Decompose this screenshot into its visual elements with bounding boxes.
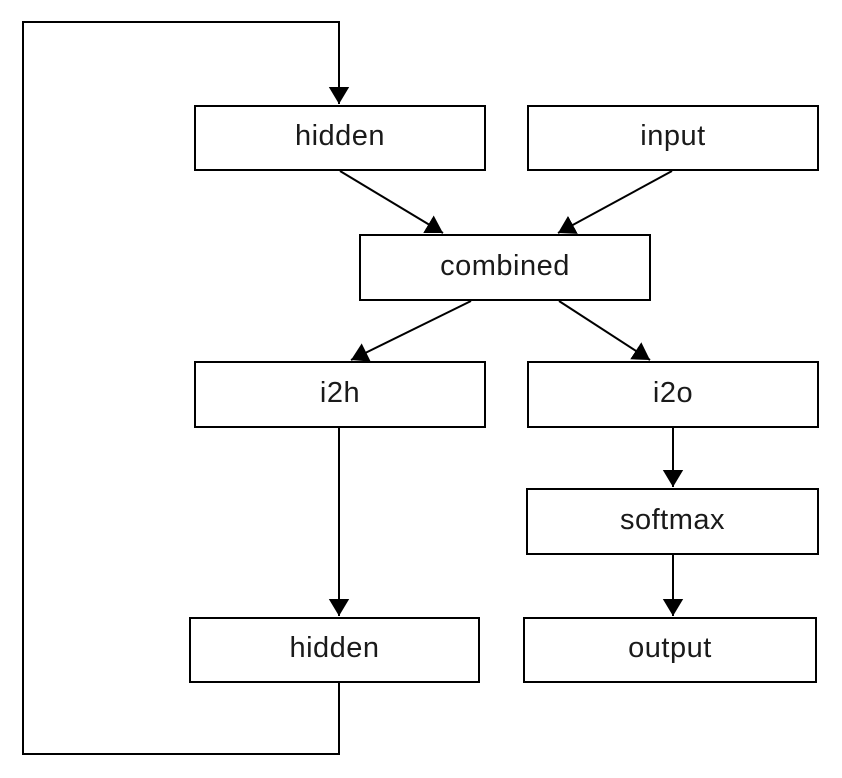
node-hidden-top-label: hidden — [294, 120, 386, 152]
node-hidden-top: hidden — [194, 105, 486, 171]
node-i2o-label: i2o — [652, 376, 694, 409]
node-i2o: i2o — [527, 361, 819, 428]
node-i2h-label: i2h — [319, 376, 361, 409]
edge-hidden-bottom-to-hidden-top-loop — [22, 21, 350, 755]
edge-hidden-top-to-combined — [339, 170, 444, 234]
node-i2h: i2h — [194, 361, 486, 428]
node-hidden-bottom: hidden — [189, 617, 480, 683]
node-input: input — [527, 105, 819, 171]
edge-input-to-combined — [557, 170, 673, 234]
node-input-label: input — [640, 120, 706, 152]
node-softmax: softmax — [526, 488, 819, 555]
edge-combined-to-i2h — [350, 300, 472, 362]
node-combined-label: combined — [440, 249, 570, 282]
node-hidden-bottom-label: hidden — [289, 632, 380, 664]
node-output: output — [523, 617, 817, 683]
node-output-label: output — [628, 632, 712, 664]
node-softmax-label: softmax — [619, 503, 726, 536]
node-combined: combined — [359, 234, 651, 301]
edge-combined-to-i2o — [558, 300, 651, 361]
